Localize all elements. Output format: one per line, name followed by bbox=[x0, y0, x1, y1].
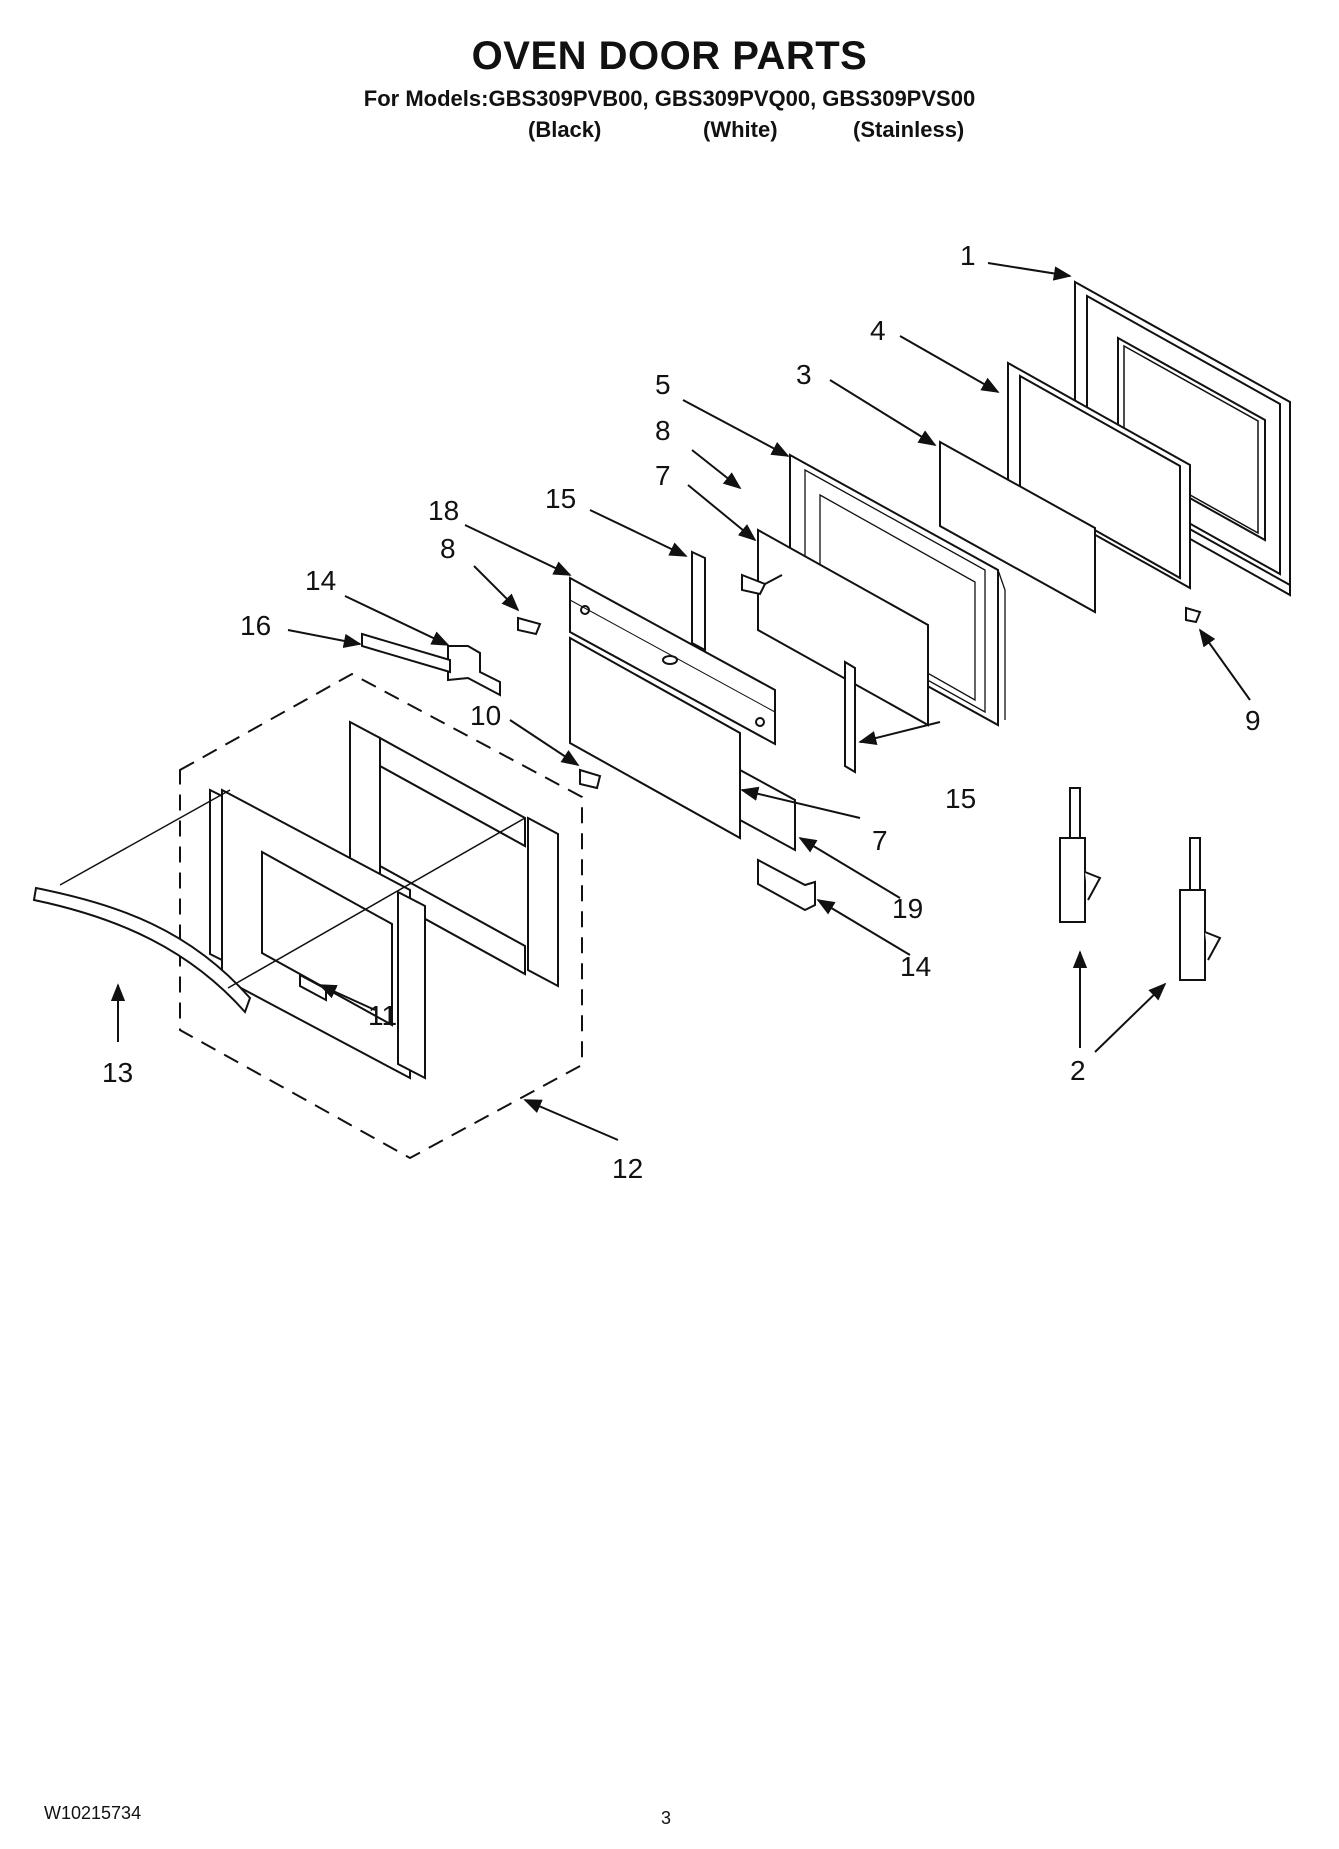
callout-15-upper: 15 bbox=[545, 483, 576, 514]
page-title: OVEN DOOR PARTS bbox=[471, 34, 868, 78]
part-outer-glass bbox=[939, 440, 1096, 614]
callout-8-lower: 8 bbox=[440, 533, 456, 564]
part-hinge-strip bbox=[361, 632, 451, 674]
part-outer-door-panels bbox=[209, 720, 559, 1080]
variant-black: (Black) bbox=[528, 117, 602, 142]
part-hinge-right bbox=[1179, 837, 1222, 981]
document-number: W10215734 bbox=[44, 1803, 142, 1823]
callout-10: 10 bbox=[470, 700, 501, 731]
callout-7-lower: 7 bbox=[872, 825, 888, 856]
callout-1: 1 bbox=[960, 240, 976, 271]
part-vent-strip bbox=[739, 768, 796, 852]
callout-18: 18 bbox=[428, 495, 459, 526]
part-outer-door-assembly-boundary bbox=[179, 672, 583, 1160]
callout-12: 12 bbox=[612, 1153, 643, 1184]
variant-stainless: (Stainless) bbox=[853, 117, 965, 142]
callout-16: 16 bbox=[240, 610, 271, 641]
callout-4: 4 bbox=[870, 315, 886, 346]
part-door-handle bbox=[32, 886, 252, 1014]
callout-15-lower: 15 bbox=[945, 783, 976, 814]
part-screw-10 bbox=[579, 768, 602, 790]
part-glass-bracket-upper bbox=[691, 550, 706, 652]
callout-2: 2 bbox=[1070, 1055, 1086, 1086]
callout-5: 5 bbox=[655, 369, 671, 400]
part-hinge-left bbox=[1059, 787, 1102, 923]
part-screw-8-lower bbox=[517, 616, 542, 636]
callout-19: 19 bbox=[892, 893, 923, 924]
part-inner-glass-lower bbox=[569, 636, 741, 840]
page-number: 3 bbox=[661, 1808, 672, 1828]
part-clip-lower bbox=[757, 858, 816, 912]
part-screw-8-upper bbox=[741, 573, 783, 596]
callout-13: 13 bbox=[102, 1057, 133, 1088]
callout-11: 11 bbox=[368, 1000, 397, 1031]
callout-14-upper: 14 bbox=[305, 565, 336, 596]
callout-3: 3 bbox=[796, 359, 812, 390]
part-glass-bracket-lower bbox=[844, 660, 856, 774]
models-line: For Models:GBS309PVB00, GBS309PVQ00, GBS… bbox=[363, 86, 976, 111]
part-clip-upper bbox=[447, 645, 501, 697]
variant-white: (White) bbox=[703, 117, 778, 142]
part-door-top-bracket bbox=[569, 576, 776, 746]
part-door-gasket bbox=[1007, 361, 1191, 590]
part-screw-9 bbox=[1185, 606, 1202, 624]
callout-8-upper: 8 bbox=[655, 415, 671, 446]
callout-7-upper: 7 bbox=[655, 460, 671, 491]
callout-14-lower: 14 bbox=[900, 951, 931, 982]
callout-9: 9 bbox=[1245, 705, 1261, 736]
